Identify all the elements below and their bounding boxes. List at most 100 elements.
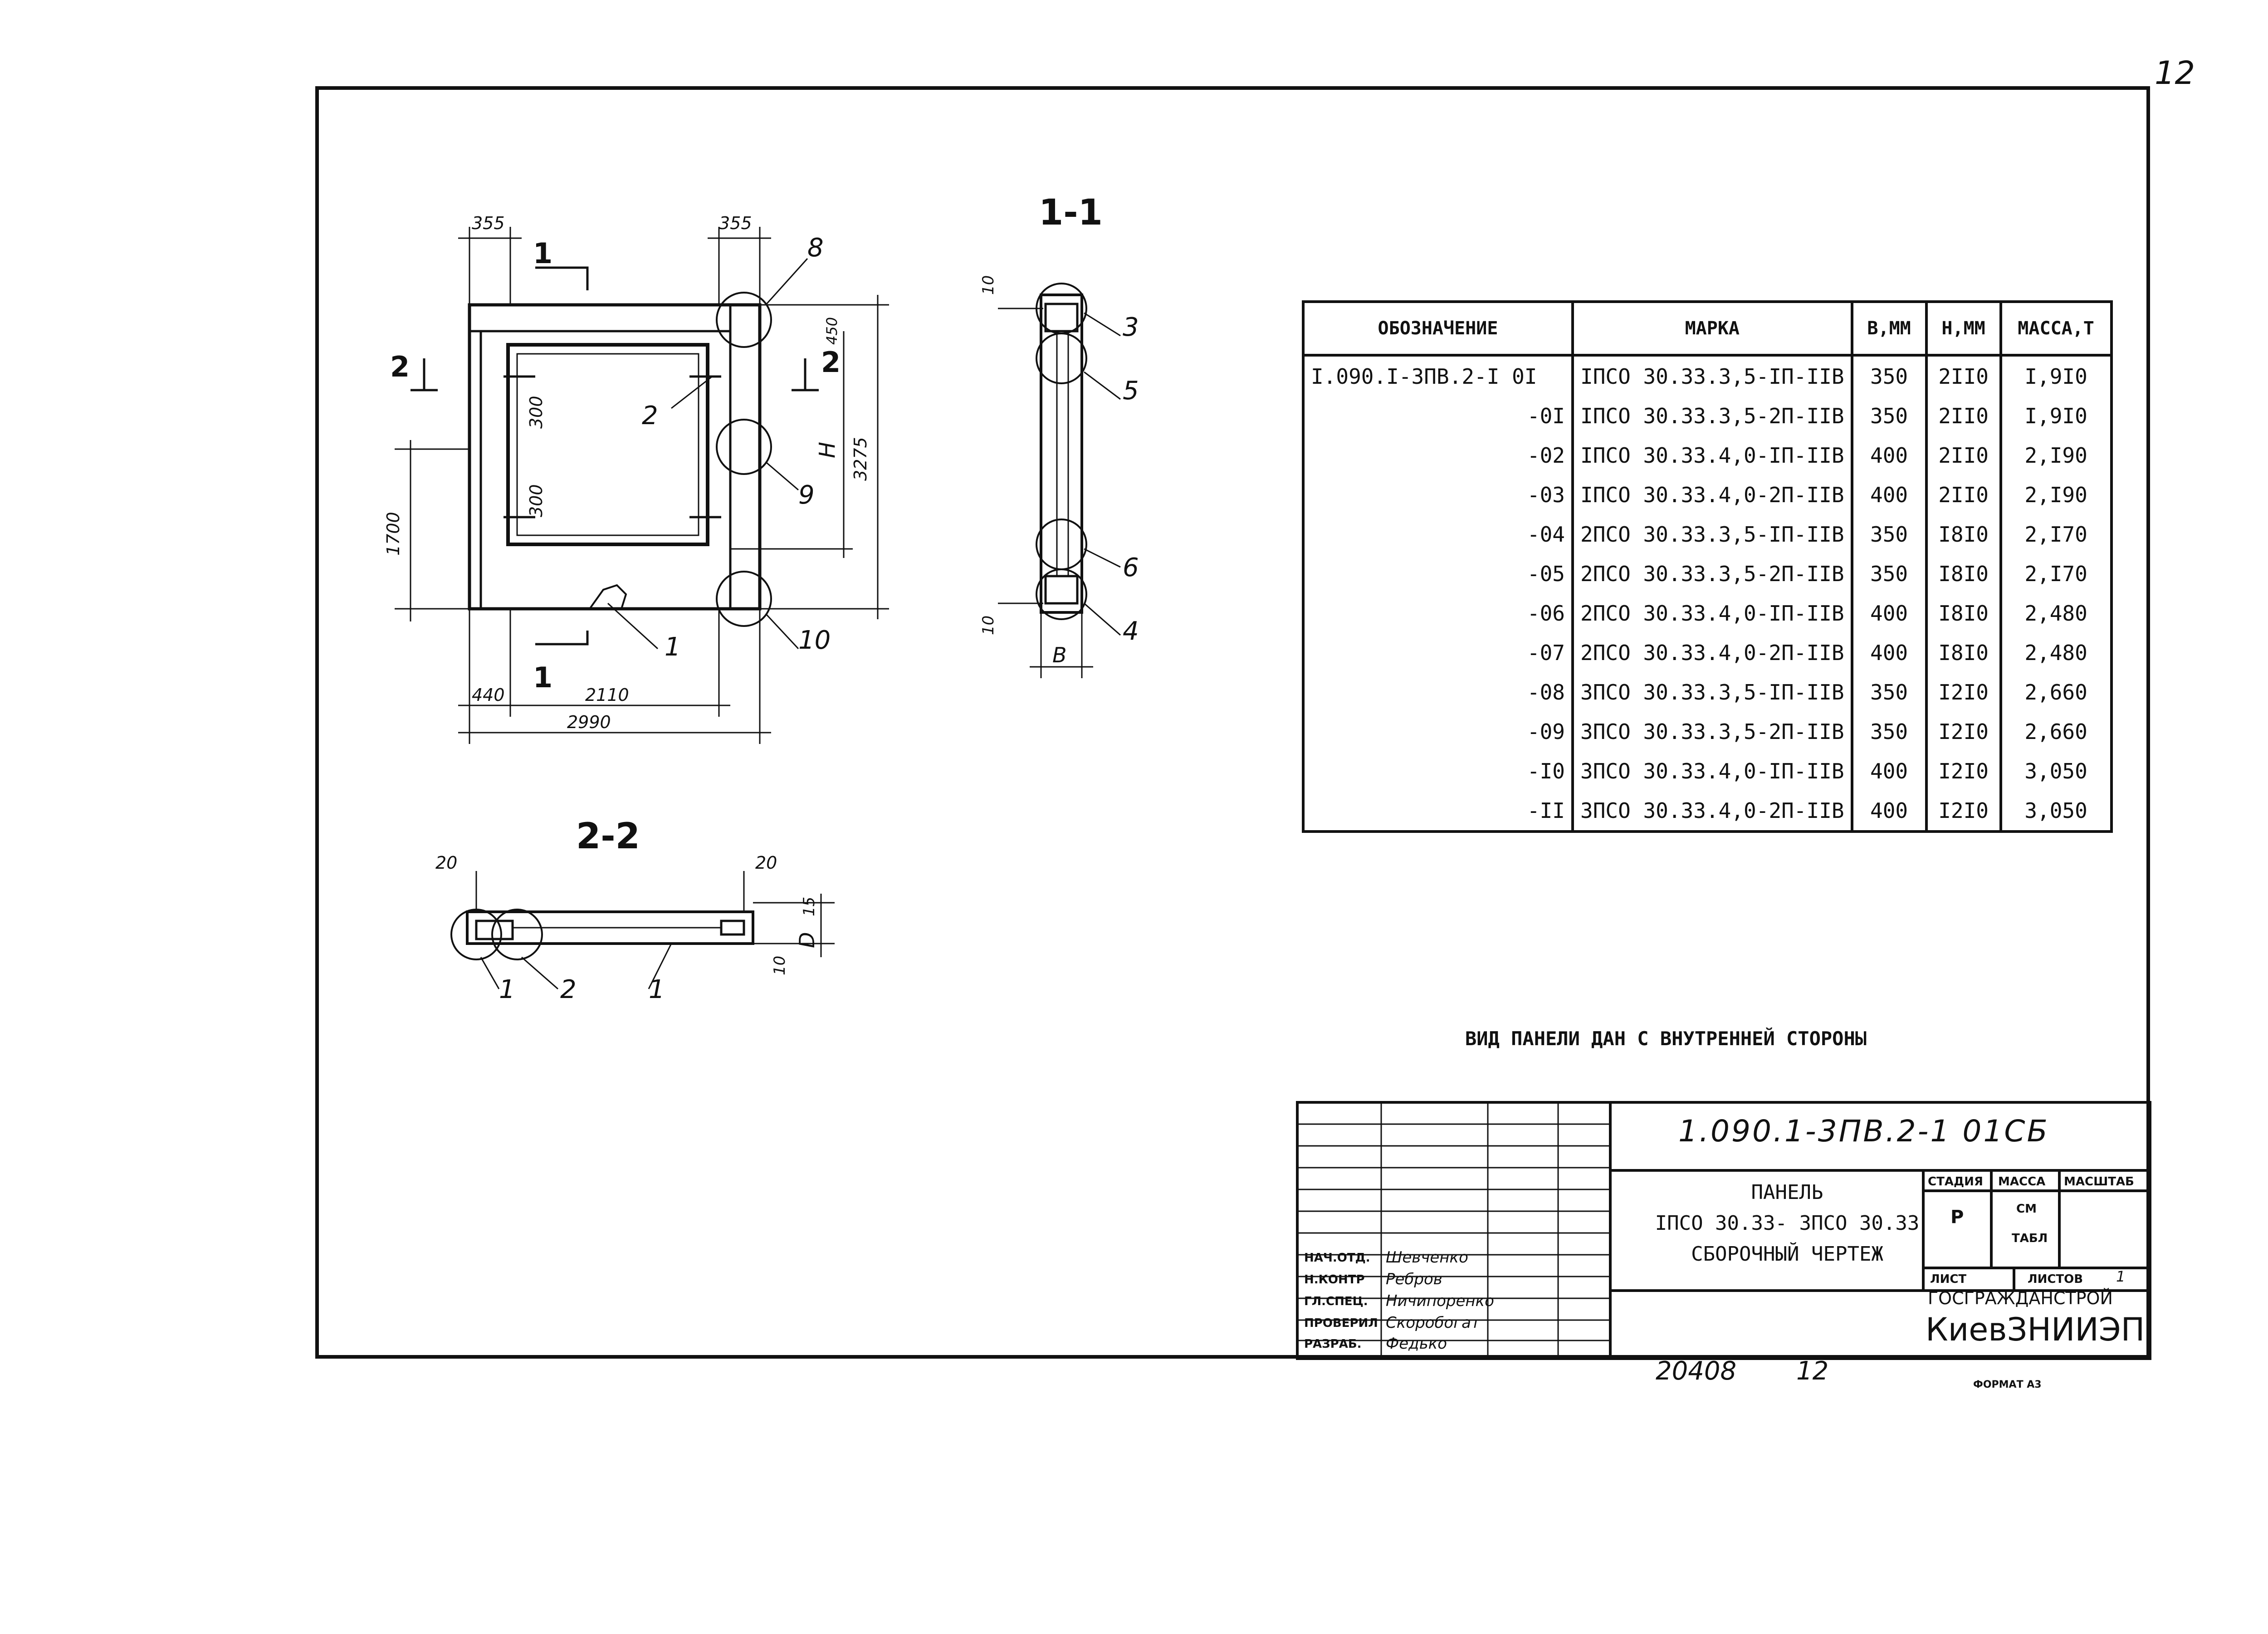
table-cell: I8I0 bbox=[1925, 633, 2002, 672]
dim-15: 15 bbox=[800, 897, 818, 916]
table-cell: 350 bbox=[1850, 355, 1928, 396]
role-2: Н.КОНТР bbox=[1304, 1273, 1365, 1287]
table-cell: -04 bbox=[1302, 514, 1574, 554]
dim-450: 450 bbox=[823, 317, 841, 345]
table-cell: 350 bbox=[1850, 396, 1928, 435]
dim-3275: 3275 bbox=[850, 437, 870, 481]
section-mark-2-right: 2 bbox=[821, 346, 841, 379]
scale-label: МАСШТАБ bbox=[2064, 1175, 2134, 1189]
sheet-label: ЛИСТ bbox=[1930, 1272, 1967, 1286]
callout-2-2-3: 1 bbox=[649, 975, 665, 1004]
table-cell: 2II0 bbox=[1925, 396, 2002, 435]
dim-300-upper: 300 bbox=[526, 396, 546, 429]
table-cell: -06 bbox=[1302, 593, 1574, 633]
table-cell: 400 bbox=[1850, 475, 1928, 514]
table-cell: -0I bbox=[1302, 396, 1574, 435]
dim-355-right: 355 bbox=[719, 213, 752, 233]
table-cell: -I0 bbox=[1302, 751, 1574, 791]
role-1: НАЧ.ОТД. bbox=[1304, 1251, 1370, 1265]
mass-value-1: СМ bbox=[2016, 1202, 2037, 1216]
table-cell: 400 bbox=[1850, 633, 1928, 672]
callout-6: 6 bbox=[1123, 553, 1139, 582]
table-cell: 350 bbox=[1850, 554, 1928, 593]
table-cell: 3ПСО 30.33.4,0-IП-IIВ bbox=[1571, 751, 1853, 791]
table-cell: I.090.I-3ПВ.2-I 0I bbox=[1302, 355, 1574, 396]
table-cell: 2II0 bbox=[1925, 355, 2002, 396]
callout-1: 1 bbox=[665, 632, 681, 662]
callout-5: 5 bbox=[1123, 376, 1139, 406]
table-cell: 2ПСО 30.33.4,0-2П-IIВ bbox=[1571, 633, 1853, 672]
table-cell: 3ПСО 30.33.4,0-2П-IIВ bbox=[1571, 791, 1853, 833]
callout-4: 4 bbox=[1123, 616, 1139, 646]
table-cell: IПСО 30.33.3,5-2П-IIВ bbox=[1571, 396, 1853, 435]
table-cell: -05 bbox=[1302, 554, 1574, 593]
header-mass: МАССА,Т bbox=[1999, 300, 2113, 357]
section-2-2-title: 2-2 bbox=[576, 816, 640, 857]
dim-10-top: 10 bbox=[979, 275, 997, 295]
section-1-1 bbox=[998, 283, 1121, 678]
header-h-mm: H,ММ bbox=[1925, 300, 2002, 357]
table-cell: 2,I90 bbox=[1999, 435, 2113, 475]
role-5: РАЗРАБ. bbox=[1304, 1337, 1362, 1351]
table-cell: -02 bbox=[1302, 435, 1574, 475]
table-cell: 400 bbox=[1850, 791, 1928, 833]
header-designation: ОБОЗНАЧЕНИЕ bbox=[1302, 300, 1574, 357]
inventory-number: 20408 bbox=[1656, 1356, 1737, 1386]
dim-b: B bbox=[1052, 643, 1067, 667]
dim-h: H bbox=[815, 442, 840, 458]
table-cell: 3,050 bbox=[1999, 751, 2113, 791]
table-cell: 2,I70 bbox=[1999, 514, 2113, 554]
name-4: Скоробогат bbox=[1386, 1314, 1480, 1332]
table-cell: 2,I90 bbox=[1999, 475, 2113, 514]
drawing-frame bbox=[315, 86, 2150, 1359]
table-cell: 2,660 bbox=[1999, 672, 2113, 712]
page-number: 12 bbox=[2155, 54, 2195, 92]
role-4: ПРОВЕРИЛ bbox=[1304, 1316, 1378, 1330]
table-cell: I2I0 bbox=[1925, 791, 2002, 833]
table-cell: 2ПСО 30.33.4,0-IП-IIВ bbox=[1571, 593, 1853, 633]
name-5: Федько bbox=[1386, 1335, 1447, 1353]
name-1: Шевченко bbox=[1386, 1248, 1468, 1267]
dim-20-right: 20 bbox=[755, 853, 777, 873]
table-cell: 3,050 bbox=[1999, 791, 2113, 833]
table-cell: IПСО 30.33.4,0-2П-IIВ bbox=[1571, 475, 1853, 514]
table-cell: 2,480 bbox=[1999, 593, 2113, 633]
table-cell: 350 bbox=[1850, 672, 1928, 712]
dim-d: D bbox=[795, 932, 819, 948]
name-2: Ребров bbox=[1386, 1270, 1442, 1288]
sheets-value: 1 bbox=[2116, 1268, 2126, 1285]
table-header-row: ОБОЗНАЧЕНИЕ МАРКА B,ММ H,ММ МАССА,Т bbox=[1302, 300, 2113, 357]
section-mark-2-left: 2 bbox=[390, 350, 410, 383]
table-cell: IПСО 30.33.4,0-IП-IIВ bbox=[1571, 435, 1853, 475]
table-cell: I2I0 bbox=[1925, 672, 2002, 712]
org-line-2: КиевЗНИИЭП bbox=[1926, 1311, 2145, 1348]
table-cell: I,9I0 bbox=[1999, 355, 2113, 396]
callout-2-2-1: 1 bbox=[499, 975, 515, 1004]
dim-440: 440 bbox=[472, 685, 505, 705]
section-2-2 bbox=[450, 871, 835, 990]
table-cell: 400 bbox=[1850, 435, 1928, 475]
table-cell: I,9I0 bbox=[1999, 396, 2113, 435]
table-cell: 350 bbox=[1850, 514, 1928, 554]
callout-3: 3 bbox=[1123, 313, 1139, 342]
table-cell: 400 bbox=[1850, 751, 1928, 791]
mass-value-2: ТАБЛ bbox=[2012, 1232, 2048, 1245]
table-cell: 2II0 bbox=[1925, 475, 2002, 514]
copy-number: 12 bbox=[1796, 1356, 1829, 1386]
document-title: ПАНЕЛЬ IПСО 30.33- 3ПСО 30.33 СБОРОЧНЫЙ … bbox=[1624, 1177, 1950, 1270]
table-cell: -08 bbox=[1302, 672, 1574, 712]
format-label: ФОРМАТ А3 bbox=[1973, 1379, 2042, 1390]
sheets-label: ЛИСТОВ bbox=[2028, 1272, 2083, 1286]
